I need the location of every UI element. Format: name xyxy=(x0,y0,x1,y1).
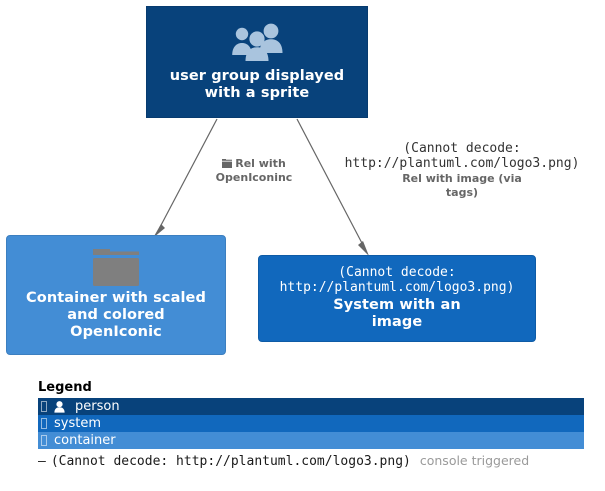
node-system-line1: System with an xyxy=(333,296,461,313)
edge-right-mono2: http://plantuml.com/logo3.png) xyxy=(344,155,580,171)
node-container-line2: and colored xyxy=(67,306,165,323)
legend: Legend person system container — (Cannot… xyxy=(38,380,584,469)
legend-footer: — (Cannot decode: http://plantuml.com/lo… xyxy=(38,453,584,469)
node-user-group-person[interactable]: user group displayed with a sprite xyxy=(146,6,368,118)
legend-footer-note: console triggered xyxy=(419,453,530,468)
legend-footer-text: (Cannot decode: http://plantuml.com/logo… xyxy=(50,454,411,469)
node-container-openiconic[interactable]: Container with scaled and colored OpenIc… xyxy=(6,235,226,355)
legend-row-system[interactable]: system xyxy=(38,415,584,432)
edge-person-to-system xyxy=(296,118,369,256)
node-person-line1: user group displayed xyxy=(169,67,345,84)
edge-label-rel-with-openiconic: Rel with OpenIconinc xyxy=(193,157,315,185)
node-system-with-image[interactable]: (Cannot decode: http://plantuml.com/logo… xyxy=(258,255,536,342)
node-container-line1: Container with scaled xyxy=(26,289,206,306)
person-icon xyxy=(54,400,65,413)
legend-row-person[interactable]: person xyxy=(38,398,584,415)
users-group-icon xyxy=(232,23,283,61)
missing-glyph-icon xyxy=(41,401,47,412)
legend-title: Legend xyxy=(38,380,92,395)
legend-row-container[interactable]: container xyxy=(38,432,584,449)
node-system-line2: image xyxy=(371,313,423,330)
folder-icon-small xyxy=(222,159,233,168)
folder-icon xyxy=(93,248,139,286)
missing-glyph-icon xyxy=(41,418,47,429)
node-system-mono2: http://plantuml.com/logo3.png) xyxy=(279,279,515,295)
legend-label-person: person xyxy=(75,399,120,414)
node-system-mono1: (Cannot decode: xyxy=(338,264,456,280)
edge-person-to-container xyxy=(153,118,218,238)
legend-label-system: system xyxy=(54,416,101,431)
edge-label-rel-with-image: (Cannot decode: http://plantuml.com/logo… xyxy=(322,141,602,199)
legend-label-container: container xyxy=(54,433,116,448)
edge-left-line2: OpenIconinc xyxy=(215,170,293,184)
node-person-line2: with a sprite xyxy=(204,85,310,101)
node-container-line3: OpenIconic xyxy=(70,324,162,341)
edge-right-line1: Rel with image (via xyxy=(402,171,522,185)
legend-footer-dash: — xyxy=(38,454,46,469)
missing-glyph-icon xyxy=(41,435,47,446)
edge-left-line1: Rel with xyxy=(235,157,286,170)
edge-right-mono1: (Cannot decode: xyxy=(403,141,521,156)
edge-right-line2: tags) xyxy=(445,185,479,199)
